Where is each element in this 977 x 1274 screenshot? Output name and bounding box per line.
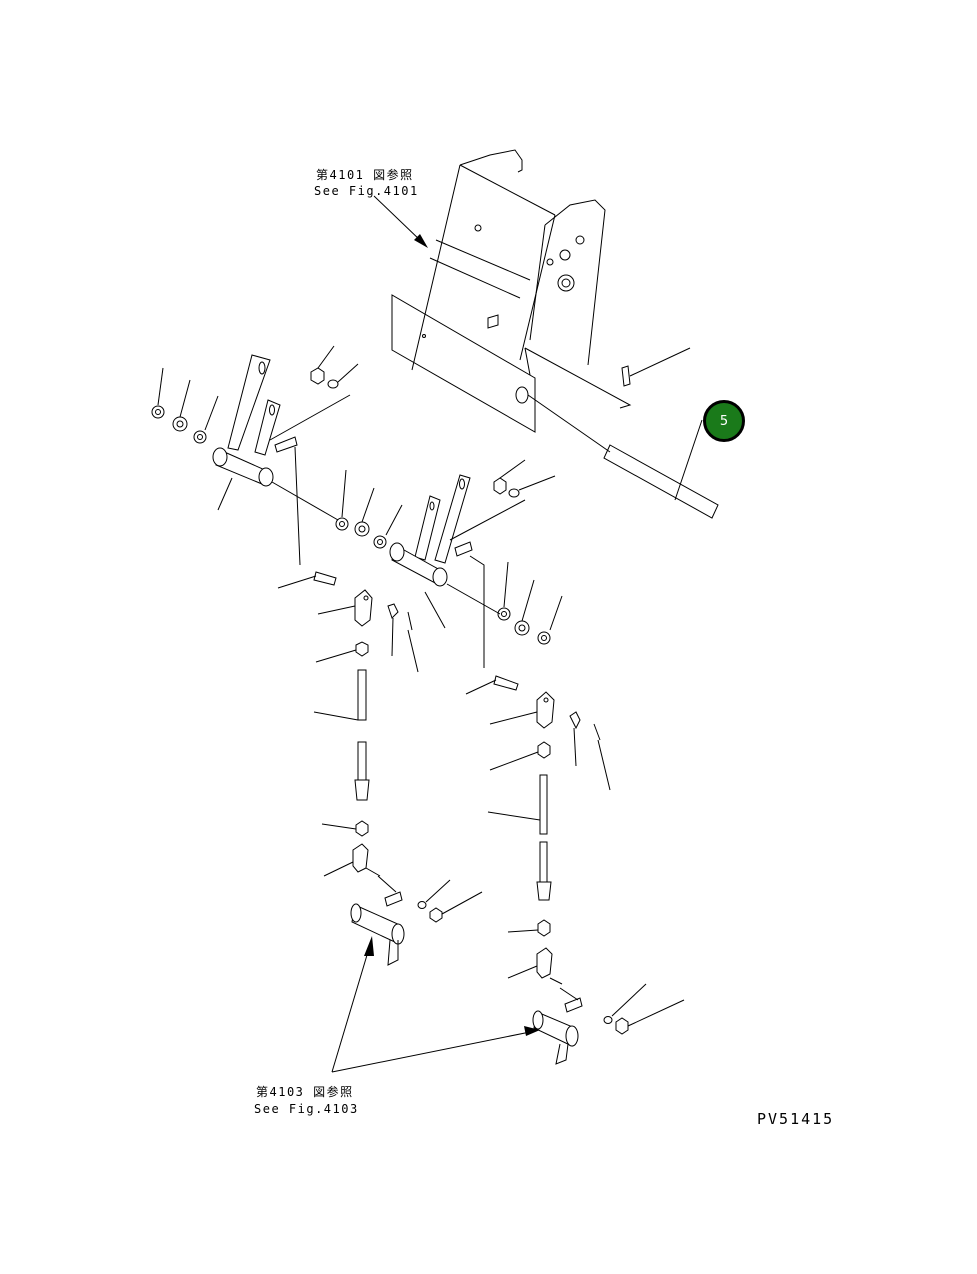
callout-5[interactable]: 5 (703, 400, 745, 442)
callout-number: 5 (719, 413, 729, 429)
right-lever (389, 459, 563, 668)
ref-top-en: See Fig.4101 (314, 184, 419, 198)
left-lever (151, 345, 403, 566)
ref-bottom-en: See Fig.4103 (254, 1102, 359, 1116)
bottom-left-shaft (350, 875, 483, 966)
ref-bottom-ja: 第4103 図参照 (256, 1085, 354, 1099)
bracket-assembly (391, 149, 691, 433)
left-linkage (277, 571, 419, 877)
right-linkage (465, 675, 611, 985)
reference-arrows (331, 195, 540, 1073)
ref-top-ja: 第4101 図参照 (316, 168, 414, 182)
rod-item-5 (527, 394, 719, 519)
drawing-number: PV51415 (757, 1110, 835, 1128)
bottom-right-shaft (532, 983, 685, 1065)
